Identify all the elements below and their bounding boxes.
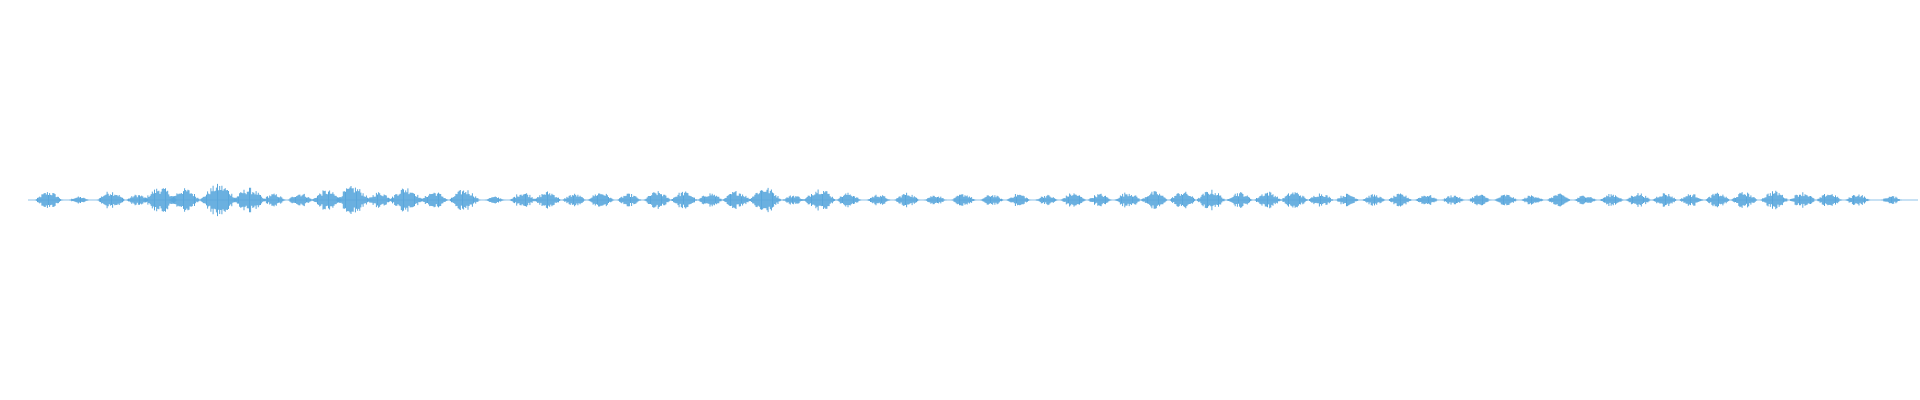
waveform-burst <box>1168 191 1198 209</box>
waveform-burst <box>1087 193 1112 207</box>
waveform-burst <box>1114 192 1142 208</box>
waveform-bursts <box>34 183 1902 217</box>
waveform-burst <box>420 192 449 208</box>
waveform-burst <box>1816 194 1843 206</box>
waveform-burst <box>562 193 588 207</box>
waveform-burst <box>1225 192 1254 208</box>
waveform-burst <box>1730 192 1758 208</box>
waveform-burst <box>34 192 64 208</box>
waveform-burst <box>1335 193 1360 207</box>
waveform-burst <box>1060 193 1087 207</box>
waveform-burst <box>1280 192 1309 208</box>
waveform-burst <box>697 193 724 207</box>
waveform-burst <box>1574 195 1597 205</box>
waveform-burst <box>1881 196 1902 204</box>
waveform-burst <box>747 187 783 213</box>
waveform-burst <box>980 195 1005 205</box>
waveform-burst <box>1467 194 1492 206</box>
waveform-burst <box>1307 193 1335 207</box>
waveform-burst <box>669 191 699 209</box>
waveform-burst <box>643 191 672 209</box>
waveform-burst <box>1521 195 1545 205</box>
waveform-burst <box>1035 194 1059 206</box>
waveform-burst <box>199 183 239 217</box>
waveform-burst <box>448 190 481 210</box>
waveform-burst <box>587 193 615 207</box>
waveform-burst <box>1625 193 1652 207</box>
waveform-burst <box>923 195 947 205</box>
waveform-burst <box>1599 194 1625 206</box>
waveform-burst <box>533 191 563 209</box>
waveform-burst <box>1679 194 1705 206</box>
waveform-burst <box>1387 193 1412 207</box>
waveform-burst <box>835 192 862 208</box>
waveform-burst <box>1845 194 1871 206</box>
waveform-burst <box>287 193 314 207</box>
waveform-burst <box>782 195 806 205</box>
waveform-burst <box>1546 193 1572 207</box>
waveform-burst <box>1196 189 1227 211</box>
waveform-burst <box>1140 191 1169 209</box>
waveform-burst <box>168 188 202 212</box>
waveform-burst <box>1789 192 1817 208</box>
waveform-burst <box>388 188 424 212</box>
waveform-burst <box>1441 195 1465 205</box>
waveform-burst <box>1414 195 1439 205</box>
waveform-burst <box>69 196 89 204</box>
waveform-burst <box>96 191 126 209</box>
waveform-burst <box>616 193 642 207</box>
waveform-burst <box>951 194 977 206</box>
waveform-burst <box>1361 194 1386 206</box>
waveform-burst <box>1253 191 1283 209</box>
waveform-burst <box>866 194 891 206</box>
waveform-burst <box>1006 194 1032 206</box>
waveform-burst <box>1759 190 1789 210</box>
waveform-burst <box>261 193 287 207</box>
waveform-burst <box>894 192 921 208</box>
waveform-burst <box>803 189 838 211</box>
waveform-burst <box>484 196 506 204</box>
waveform-burst <box>1651 193 1679 207</box>
waveform-burst <box>1494 194 1519 206</box>
waveform-burst <box>1704 192 1732 208</box>
